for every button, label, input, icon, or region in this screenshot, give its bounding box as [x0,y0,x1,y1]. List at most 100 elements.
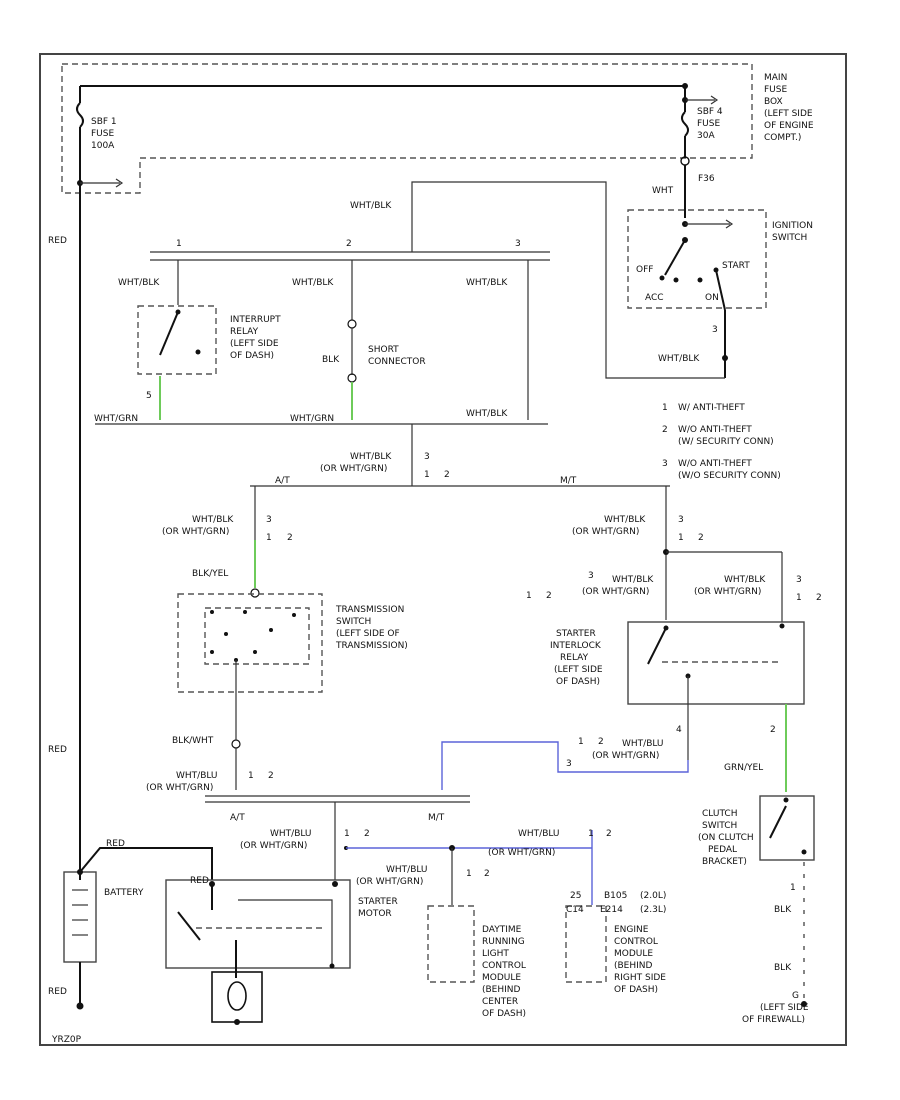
trans-switch-label-2: SWITCH [336,617,371,627]
ground-label-1: G [792,991,799,1001]
battery-outline [63,871,97,963]
trans-contact-c [292,613,296,617]
clutch-switch-bottom [801,849,807,855]
sbf4-arrow [710,95,719,105]
main-fuse-box-label-5: OF ENGINE [764,121,814,131]
whtblk-ign-junction [722,355,728,361]
ecm-pin-1b: B105 [604,891,627,901]
interrupt-relay-contact [159,311,179,356]
f36-label: F36 [698,174,715,184]
short-connector-pin [347,319,357,329]
ground-label-2: (LEFT SIDE [760,1003,809,1013]
interrupt-relay-label-3: (LEFT SIDE [230,339,279,349]
ign-on-label: ON [705,293,719,303]
ecm-pin-2b: E214 [600,905,623,915]
battery-ground-point [76,1002,84,1010]
ign-switch-label-2: SWITCH [772,233,807,243]
at-lower-pin-1: 1 [248,771,254,781]
at-lower-pin-2: 2 [268,771,274,781]
trans-contact-d [224,632,228,636]
ecm-label-2: CONTROL [614,937,658,947]
at-pin-3: 3 [266,515,272,525]
whtblk-r2-label: WHT/BLK [466,409,508,419]
si-pin-3a: 3 [588,571,594,581]
trans-contact-f [210,650,214,654]
whtblk-right-label: WHT/BLK [466,278,508,288]
sir-pin-2: 2 [770,725,776,735]
sir-label-1: STARTER [556,629,596,639]
or-whtgrn-si2-label: (OR WHT/GRN) [694,587,761,597]
trans-contact-e [269,628,273,632]
clutch-label-5: BRACKET) [702,857,747,867]
starter-label-1: STARTER [358,897,398,907]
drl-label-2: RUNNING [482,937,525,947]
ecm-pin-2c: (2.3L) [640,905,666,915]
short-connector-label-2: CONNECTOR [368,357,426,367]
note-3a: W/O ANTI-THEFT [678,459,752,469]
sir-label-5: OF DASH) [556,677,600,687]
red-wire-label-mid: RED [48,745,67,755]
red-st-label: RED [190,876,209,886]
whtgrn-1-label: WHT/GRN [94,414,138,424]
clutch-switch-contact [769,805,787,839]
blk-g2-label: BLK [774,963,792,973]
sbf4-fuse-symbol [681,111,689,137]
or-whtgrn-b5-label: (OR WHT/GRN) [356,877,423,887]
or-whtgrn-r-label: (OR WHT/GRN) [572,527,639,537]
ign-start-label: START [722,261,750,271]
short-connector-pin-2 [347,373,357,383]
sbf1-fuse-label: FUSE [91,129,114,139]
starter-s-terminal [332,881,338,887]
blkwht-label: BLK/WHT [172,736,214,746]
clutch-label-3: (ON CLUTCH [698,833,754,843]
blkyel-label: BLK/YEL [192,569,228,579]
main-fuse-box-label-6: COMPT.) [764,133,801,143]
whtblu-5-label: WHT/BLU [386,865,428,875]
sbf1-arrow [115,178,124,188]
note-3b: (W/O SECURITY CONN) [678,471,781,481]
whtblu-2-label: WHT/BLU [622,739,664,749]
si-pin-2a: 2 [546,591,552,601]
whtblu-1-label: WHT/BLU [176,771,218,781]
sir-pin-4: 4 [676,725,682,735]
note-2b: (W/ SECURITY CONN) [678,437,774,447]
at-pin-2: 2 [287,533,293,543]
whtblk-top-label: WHT/BLK [350,201,392,211]
sir-label-3: RELAY [560,653,589,663]
whtblk-ign-label: WHT/BLK [658,354,700,364]
or-whtgrn-c-label: (OR WHT/GRN) [320,464,387,474]
clutch-switch-outline [759,795,815,861]
ign-acc-contact [673,277,679,283]
note-1-num: 1 [662,403,668,413]
starter-motor-outline [165,879,351,969]
bus-pin-1: 1 [176,239,182,249]
starter-coil [238,899,333,964]
ign-acc-label: ACC [645,293,664,303]
ign-off-label: OFF [636,265,653,275]
ign-pin-label: 3 [712,325,718,335]
footer-code: YRZ0P [51,1035,82,1045]
sir-label-4: (LEFT SIDE [554,665,603,675]
main-fuse-box-outline [61,63,753,194]
drl-pin-1: 1 [466,869,472,879]
ign-start-lead [715,269,726,311]
sbf4-amp-label: 30A [697,131,715,141]
whtblk-short-label: WHT/BLK [292,278,334,288]
interrupt-relay-outline [137,305,217,375]
trans-switch-connector [250,588,260,598]
ecm-pin-1c: (2.0L) [640,891,666,901]
sir-label-2: INTERLOCK [550,641,602,651]
ecm-label-5: RIGHT SIDE [614,973,666,983]
starter-interlock-relay-outline [627,621,805,705]
interrupt-relay-pivot [175,309,181,315]
drl-label-4: CONTROL [482,961,526,971]
diagram-frame [39,53,847,1046]
or-whtgrn-b4-label: (OR WHT/GRN) [488,848,555,858]
drl-label-1: DAYTIME [482,925,522,935]
transmission-switch-outline [177,593,323,693]
center-pin-1: 1 [424,470,430,480]
ground-point [801,1001,807,1007]
ecm-label-6: OF DASH) [614,985,658,995]
short-connector-label-1: SHORT [368,345,399,355]
